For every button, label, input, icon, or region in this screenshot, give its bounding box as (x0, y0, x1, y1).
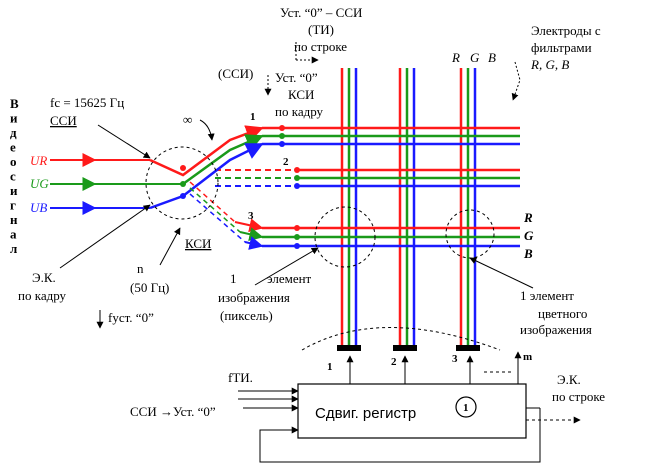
rgb-right-r: R (523, 210, 533, 225)
ust-ksi-line1: Уст. “0” (275, 70, 318, 85)
rgb-top-g: G (470, 50, 480, 65)
pointer-arrows (59, 42, 534, 329)
electrodes-line3: R, G, B (530, 57, 569, 72)
ust-ksi-line2: КСИ (288, 87, 314, 102)
color-element-line1: 1 элемент (520, 288, 574, 303)
ssi-left-label: ССИ (50, 113, 77, 128)
horizontal-lines-row-2 (215, 167, 520, 189)
n-label-line2: (50 Гц) (130, 280, 169, 295)
top-center-line2: (ТИ) (308, 22, 334, 37)
input-signal-lines (50, 125, 264, 250)
input-ur: UR (30, 153, 47, 168)
n-label-line1: n (137, 261, 144, 276)
rgb-right-b: B (523, 246, 533, 261)
horizontal-lines-row-3 (262, 225, 520, 249)
electrodes-line1: Электроды с (531, 23, 601, 38)
shift-register-block (238, 345, 581, 463)
rgb-top-r: R (451, 50, 460, 65)
horizontal-lines-row-1 (262, 125, 520, 147)
element-label-1: 1 (230, 271, 237, 286)
register-num-m: m (523, 351, 532, 363)
ksi-label: КСИ (185, 236, 211, 251)
fti-label: fТИ. (228, 370, 253, 385)
ssi-top-label: (ССИ) (218, 66, 253, 81)
element-label-4: (пиксель) (220, 308, 273, 323)
line-number-2: 2 (283, 156, 289, 168)
register-num-3: 3 (452, 353, 458, 365)
element-label-2: элемент (267, 271, 312, 286)
register-num-2: 2 (391, 356, 397, 368)
register-circle-num: 1 (463, 402, 469, 414)
top-center-line1: Уст. “0” – ССИ (280, 5, 362, 20)
input-ub: UB (30, 200, 47, 215)
fc-label: fс = 15625 Гц (50, 95, 124, 110)
infinity-symbol: ∞ (183, 112, 192, 127)
ust-ksi-line3: по кадру (275, 104, 324, 119)
shift-register-label: Сдвиг. регистр (315, 405, 416, 422)
vertical-electrodes (340, 68, 477, 346)
line-number-1: 1 (250, 111, 256, 123)
register-num-1: 1 (327, 361, 333, 373)
ek-left-line2: по кадру (18, 288, 67, 303)
top-center-line3: по строке (294, 39, 347, 54)
input-ug: UG (30, 176, 49, 191)
color-element-line2: цветного (538, 306, 587, 321)
ek-right-line2: по строке (552, 389, 605, 404)
ust-bottom-label: fуст. “0” (108, 310, 154, 325)
line-number-3: 3 (248, 210, 254, 222)
electrodes-line2: фильтрами (531, 40, 592, 55)
ek-right-line1: Э.К. (557, 372, 581, 387)
rgb-right-g: G (524, 228, 534, 243)
color-element-line3: изображения (520, 322, 592, 337)
element-label-3: изображения (218, 290, 290, 305)
rgb-top-b: B (488, 50, 496, 65)
ssi-ust-label: ССИ →Уст. “0” (130, 404, 216, 419)
ek-left-line1: Э.К. (32, 270, 56, 285)
